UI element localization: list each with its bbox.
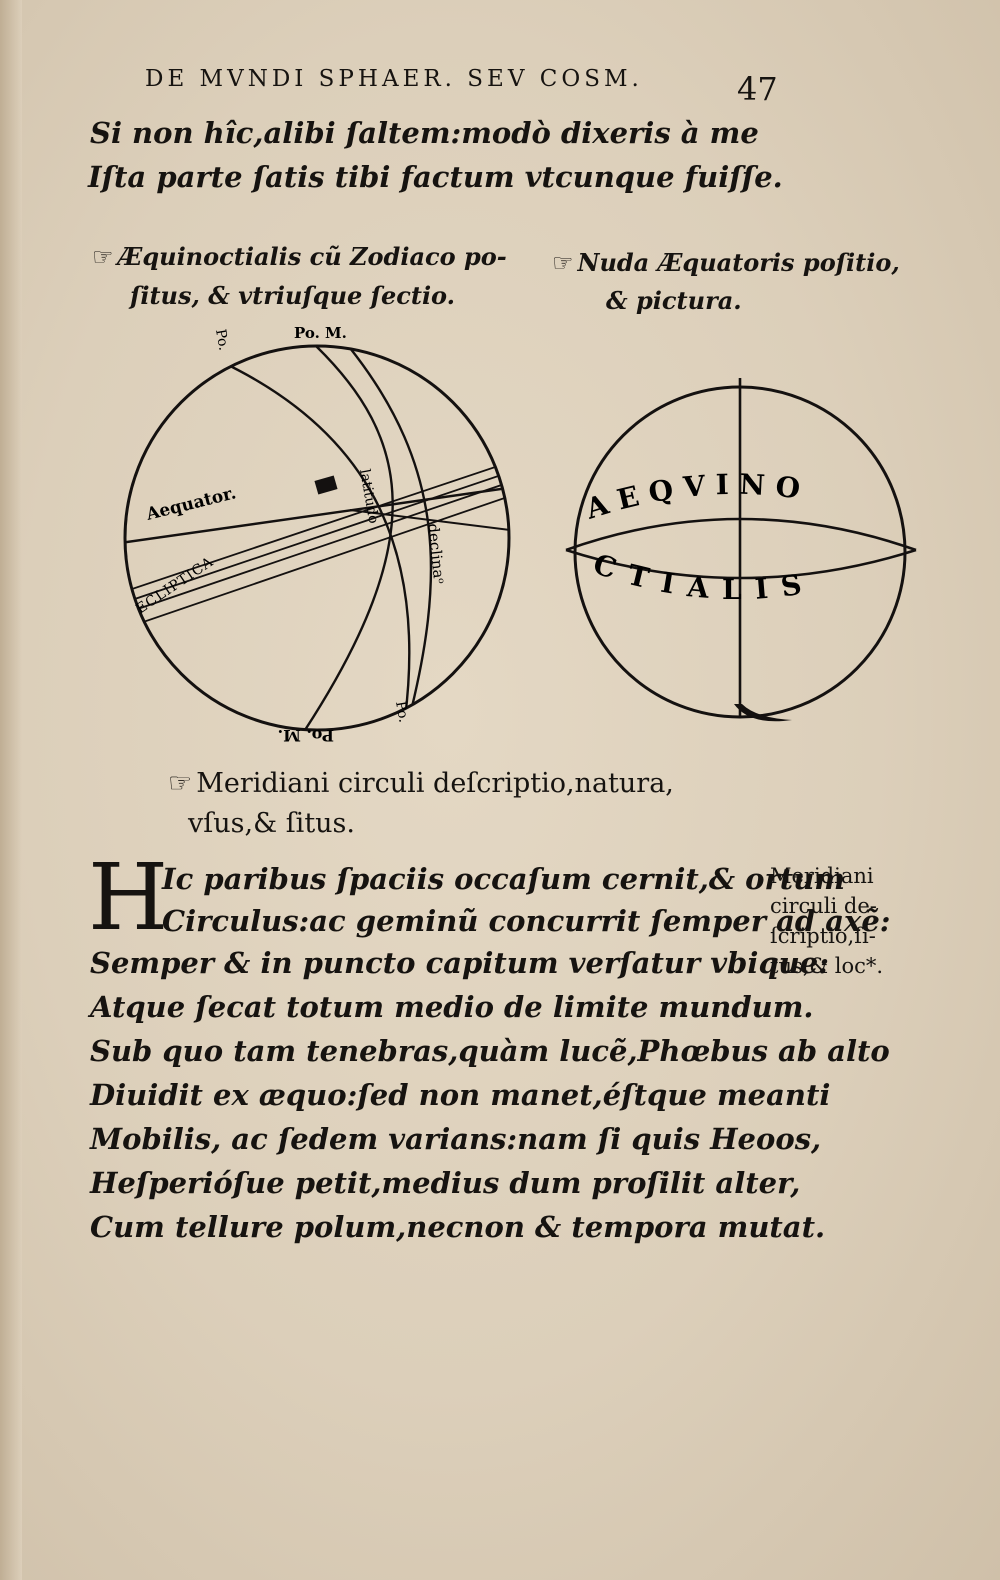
equator-upper-edge [565, 517, 917, 552]
drop-cap: H [88, 844, 169, 951]
pole-label-bottom-right: Po. [392, 700, 411, 724]
intro-line-2: Iſta parte ſatis tibi factum vtcunque fu… [88, 160, 783, 194]
equator-label: Aequator. [143, 483, 238, 525]
meridian-arc-middle [303, 346, 394, 730]
sun-mark [314, 475, 338, 495]
declination-label: declinaᵒ [424, 523, 448, 586]
ecliptic-band-line-2 [125, 467, 509, 605]
pole-label-top-left: Po. [212, 328, 231, 352]
latitude-label: latitudo [356, 468, 381, 525]
verse-line-6: Diuidit ex æquo:ſed non manet,éſtque mea… [90, 1078, 831, 1112]
ecliptic-band-line-4 [125, 491, 509, 631]
equinoctial-label-top: AEQVINO [581, 468, 812, 526]
left-figure-caption-2: ſitus, & vtriuſque ſectio. [130, 281, 455, 310]
margin-note-4: tus,& loc*. [770, 954, 884, 978]
page-number: 47 [737, 70, 778, 108]
running-title: DE MVNDI SPHAER. SEV COSM. [145, 66, 643, 92]
meridian-arc-right [349, 347, 433, 724]
ecliptic-band-line-1 [125, 457, 509, 594]
verse-line-2: Circulus:ac geminũ concurrit ſemper ad a… [162, 904, 891, 938]
intro-line-1: Si non hîc,alibi ſaltem:modò dixeris à m… [90, 116, 759, 150]
pointing-hand-icon: ☞ [168, 768, 193, 799]
verse-line-4: Atque ſecat totum medio de limite mundum… [90, 990, 814, 1024]
equator-globe-figure: AEQVINO CTIALIS [565, 378, 917, 722]
verse-line-3: Semper & in puncto capitum verſatur vbiq… [90, 946, 829, 980]
armillary-equator-ecliptic-figure: Aequator. ECLIPTICA latitudo declinaᵒ Po… [123, 324, 511, 745]
right-figure-caption-1: ☞Nuda Æquatoris poſitio, [552, 248, 900, 277]
pole-label-top: Po. M. [294, 324, 347, 342]
pointing-hand-icon: ☞ [92, 243, 114, 271]
meridian-arc-left [221, 360, 411, 727]
globe-stand [734, 704, 792, 722]
margin-note-3: ſcriptio,ſi- [770, 924, 876, 948]
section-heading-2: vſus,& ſitus. [188, 808, 355, 839]
equator-lower-edge [565, 548, 917, 580]
verse-line-9: Cum tellure polum,necnon & tempora mutat… [90, 1210, 826, 1244]
verse-line-1: Ic paribus ſpaciis occaſum cernit,& ortu… [162, 862, 845, 896]
verse-line-7: Mobilis, ac ſedem varians:nam ſi quis He… [90, 1122, 822, 1156]
declination-line [349, 509, 509, 531]
pole-label-bottom: Po. M. [278, 726, 334, 745]
margin-note-1: Meridiani [770, 864, 874, 888]
equinoctial-label-bottom: CTIALIS [589, 547, 817, 606]
equator-line [125, 484, 509, 545]
verse-line-8: Heſperióſue petit,medius dum proſilit al… [90, 1166, 801, 1200]
section-heading-1: ☞Meridiani circuli deſcriptio,natura, [168, 768, 674, 799]
left-figure-caption-1: ☞Æquinoctialis cũ Zodiaco po- [92, 242, 507, 271]
ecliptic-band-line-3 [125, 477, 509, 616]
pointing-hand-icon: ☞ [552, 249, 574, 277]
margin-note-2: circuli de- [770, 894, 877, 918]
verse-line-5: Sub quo tam tenebras,quàm lucẽ,Phœbus ab… [90, 1034, 890, 1068]
right-figure-caption-2: & pictura. [606, 286, 742, 315]
